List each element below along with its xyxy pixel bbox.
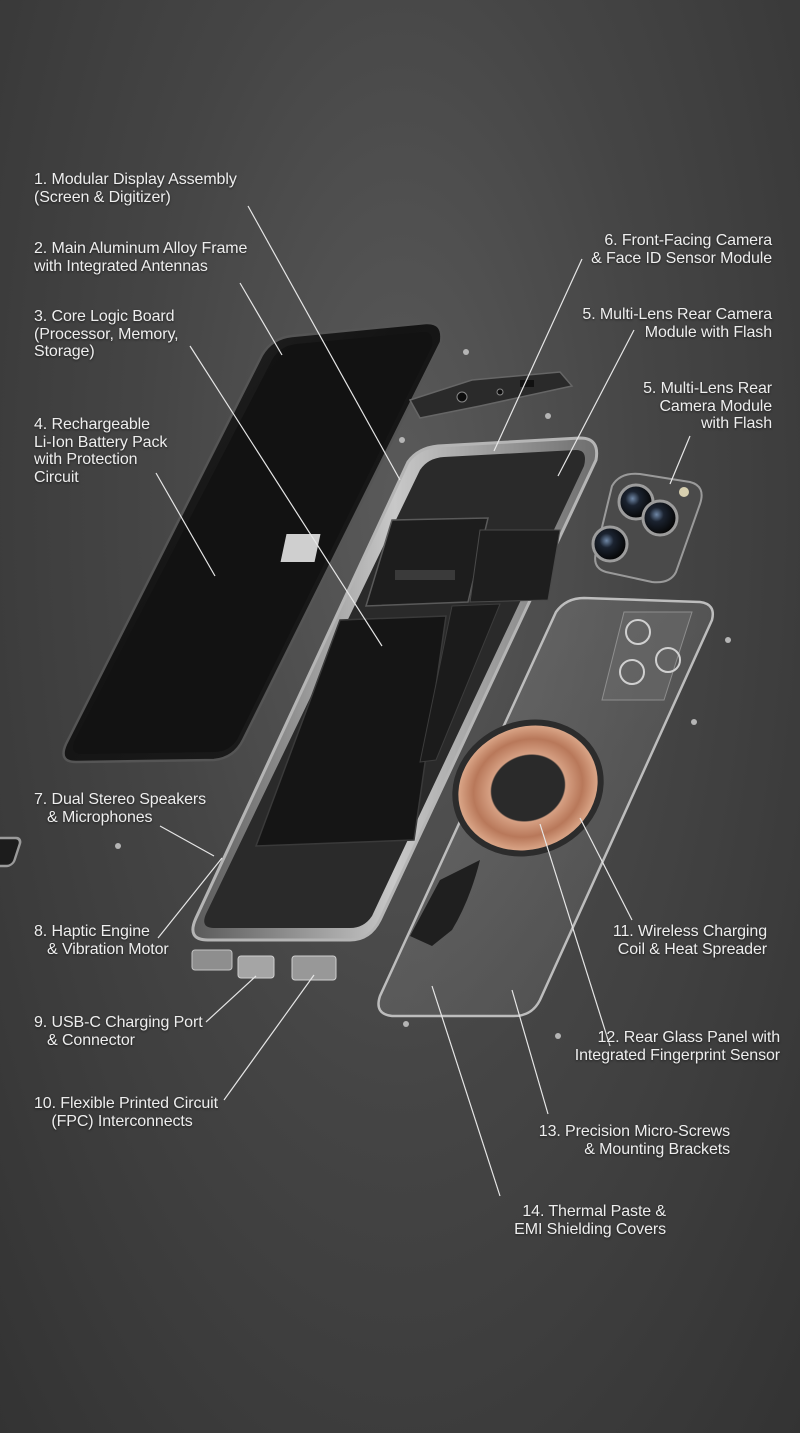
callout-display-assembly: 1. Modular Display Assembly (Screen & Di… (34, 171, 237, 206)
leader-line-14 (431, 985, 501, 1197)
callout-haptic-engine: 8. Haptic Engine & Vibration Motor (34, 923, 169, 958)
micro-screws (115, 349, 731, 1039)
display-assembly (62, 321, 443, 764)
callout-rear-glass: 12. Rear Glass Panel with Integrated Fin… (574, 1029, 780, 1064)
leader-line-12 (539, 823, 611, 1047)
callout-fpc-interconnects: 10. Flexible Printed Circuit (FPC) Inter… (34, 1095, 218, 1130)
leader-line-1 (247, 205, 401, 481)
leader-line-5a (557, 329, 635, 477)
callout-usb-c-port: 9. USB-C Charging Port & Connector (34, 1014, 203, 1049)
callout-rear-camera-a: 5. Multi-Lens Rear Camera Module with Fl… (582, 306, 772, 341)
leader-line-3 (189, 345, 383, 647)
speaker-modules (0, 836, 22, 868)
leader-line-11 (579, 817, 633, 921)
leader-line-13 (511, 989, 549, 1115)
leader-line-9 (205, 975, 257, 1023)
leader-line-7 (159, 825, 215, 857)
callout-thermal-paste: 14. Thermal Paste & EMI Shielding Covers (514, 1203, 666, 1238)
callout-rear-camera-b: 5. Multi-Lens Rear Camera Module with Fl… (643, 380, 772, 432)
leader-line-10 (223, 974, 315, 1101)
callout-main-frame: 2. Main Aluminum Alloy Frame with Integr… (34, 240, 248, 275)
leader-line-8 (157, 857, 223, 939)
rear-camera-module (591, 472, 703, 584)
battery-pack (254, 603, 501, 847)
logic-board (280, 517, 561, 607)
leader-lines (155, 205, 691, 1197)
callout-wireless-coil: 11. Wireless Charging Coil & Heat Spread… (612, 923, 767, 958)
front-camera-module (408, 371, 574, 419)
callout-micro-screws: 13. Precision Micro-Screws & Mounting Br… (538, 1123, 730, 1158)
port-and-haptic-parts (191, 949, 337, 981)
callout-speakers: 7. Dual Stereo Speakers & Microphones (34, 791, 207, 826)
callout-logic-board: 3. Core Logic Board (Processor, Memory, … (34, 308, 179, 360)
callout-battery-pack: 4. Rechargeable Li-Ion Battery Pack with… (34, 416, 168, 486)
leader-line-4 (155, 472, 216, 577)
leader-line-2 (239, 282, 283, 356)
wireless-charging-coil (410, 719, 604, 946)
leader-line-5b (669, 435, 691, 485)
leader-line-6 (493, 258, 583, 452)
callout-front-camera: 6. Front-Facing Camera & Face ID Sensor … (591, 232, 772, 267)
